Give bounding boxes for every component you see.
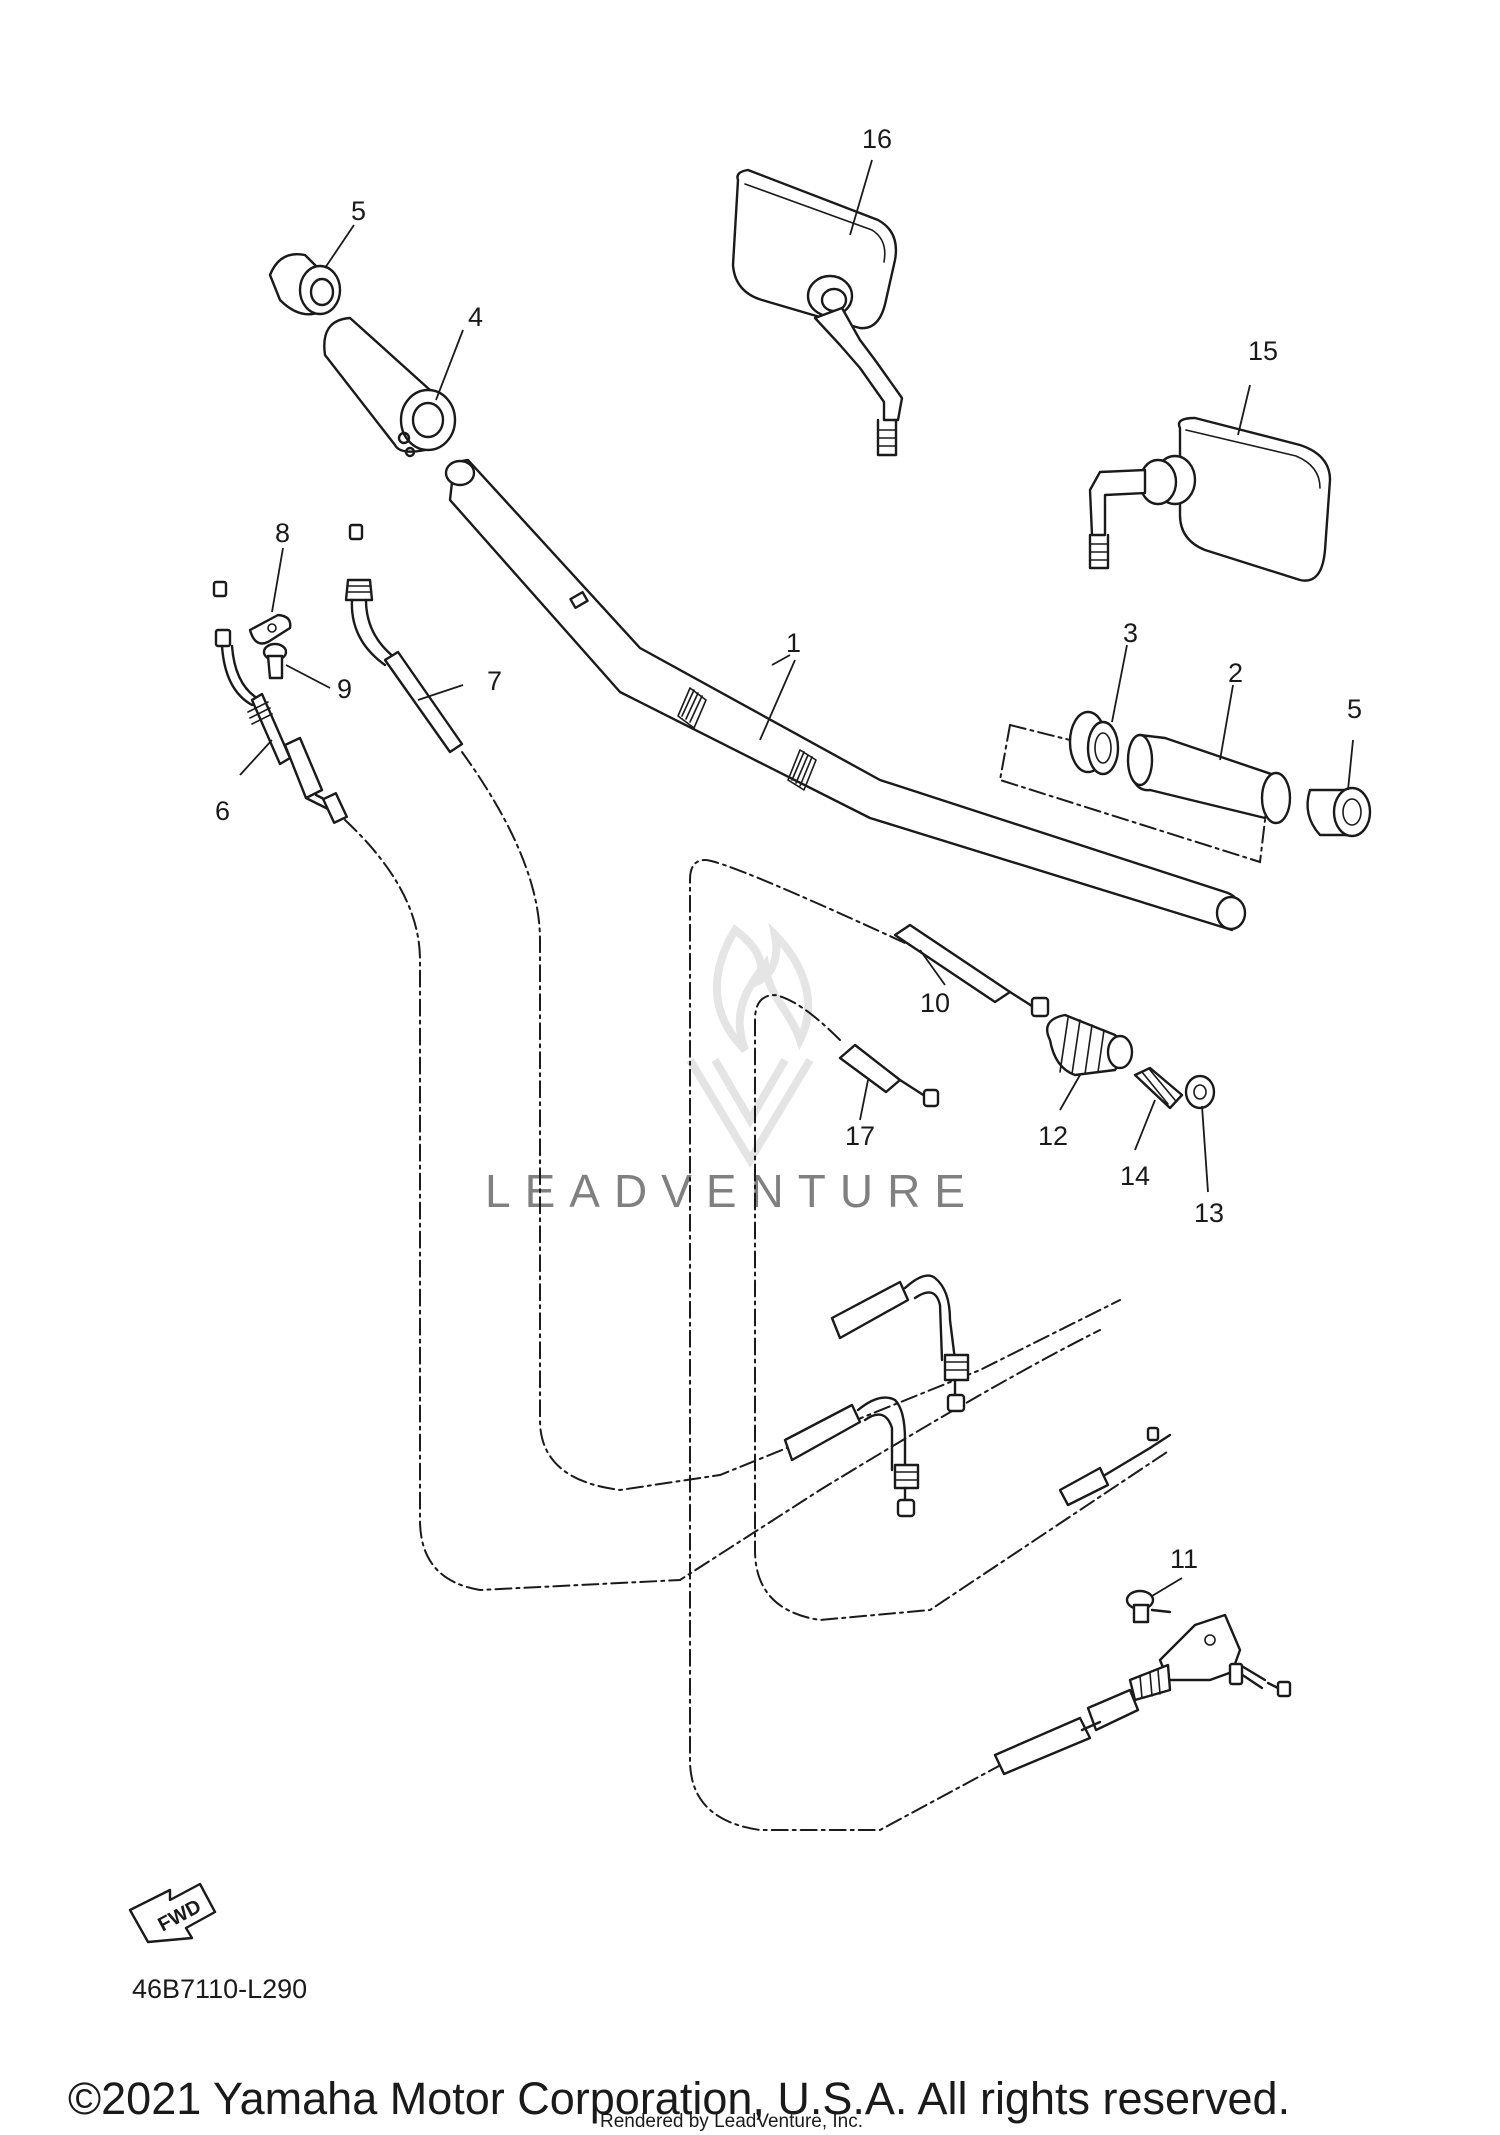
grip-end-right xyxy=(1306,786,1372,838)
callout-4: 4 xyxy=(468,302,483,332)
rendered-by-notice: Rendered by LeadVenture, Inc. xyxy=(600,2111,863,2132)
throttle-cable-2 xyxy=(344,523,1121,1492)
leader-lines xyxy=(239,159,1354,1597)
choke-cable xyxy=(689,858,1050,1831)
callout-8: 8 xyxy=(275,518,290,548)
callout-3: 3 xyxy=(1123,618,1138,648)
right-mirror xyxy=(1088,416,1332,582)
callout-11: 11 xyxy=(1170,1544,1198,1574)
cable-17 xyxy=(754,993,1171,1622)
right-grip-group xyxy=(998,710,1372,864)
callout-5-left: 5 xyxy=(351,196,366,226)
callout-14: 14 xyxy=(1120,1161,1150,1191)
diagram-code: 46B7110-L290 xyxy=(132,1974,307,2004)
screw-9 xyxy=(262,642,288,680)
left-mirror xyxy=(731,168,904,457)
cable-end-lower xyxy=(783,1396,920,1518)
grip-end-top xyxy=(268,253,342,316)
cable-end-upper xyxy=(830,1274,970,1413)
flame-logo-icon xyxy=(686,922,814,1168)
collar xyxy=(1068,710,1120,776)
lock-nut xyxy=(1184,1074,1216,1110)
copyright-notice: ©2021 Yamaha Motor Corporation, U.S.A. A… xyxy=(68,2073,1290,2124)
throttle-grip xyxy=(323,316,457,458)
callout-1: 1 xyxy=(786,628,801,658)
callout-12: 12 xyxy=(1038,1121,1068,1151)
adjuster xyxy=(1045,1013,1134,1077)
callout-9: 9 xyxy=(337,674,352,704)
callout-13: 13 xyxy=(1194,1198,1224,1228)
callout-5-right: 5 xyxy=(1347,694,1362,724)
right-grip xyxy=(1126,733,1292,825)
bracket xyxy=(993,1589,1292,1776)
callout-15: 15 xyxy=(1248,336,1278,366)
callouts: 1 2 3 4 5 5 6 7 8 9 10 11 12 13 14 15 16… xyxy=(215,124,1362,1574)
clip xyxy=(248,613,292,645)
cable-end-mid xyxy=(1058,1426,1172,1507)
callout-17: 17 xyxy=(845,1121,875,1151)
callout-2: 2 xyxy=(1228,658,1243,688)
callout-10: 10 xyxy=(920,988,950,1018)
watermark-text: LEADVENTURE xyxy=(485,1165,979,1217)
callout-16: 16 xyxy=(862,124,892,154)
adjust-bolt xyxy=(1133,1066,1184,1110)
callout-7: 7 xyxy=(487,666,502,696)
callout-6: 6 xyxy=(215,796,230,826)
fwd-arrow-icon: FWD xyxy=(128,1882,217,1944)
watermark: LEADVENTURE xyxy=(485,922,979,1217)
handlebar xyxy=(444,458,1247,932)
throttle-cable-1 xyxy=(212,580,1101,1592)
